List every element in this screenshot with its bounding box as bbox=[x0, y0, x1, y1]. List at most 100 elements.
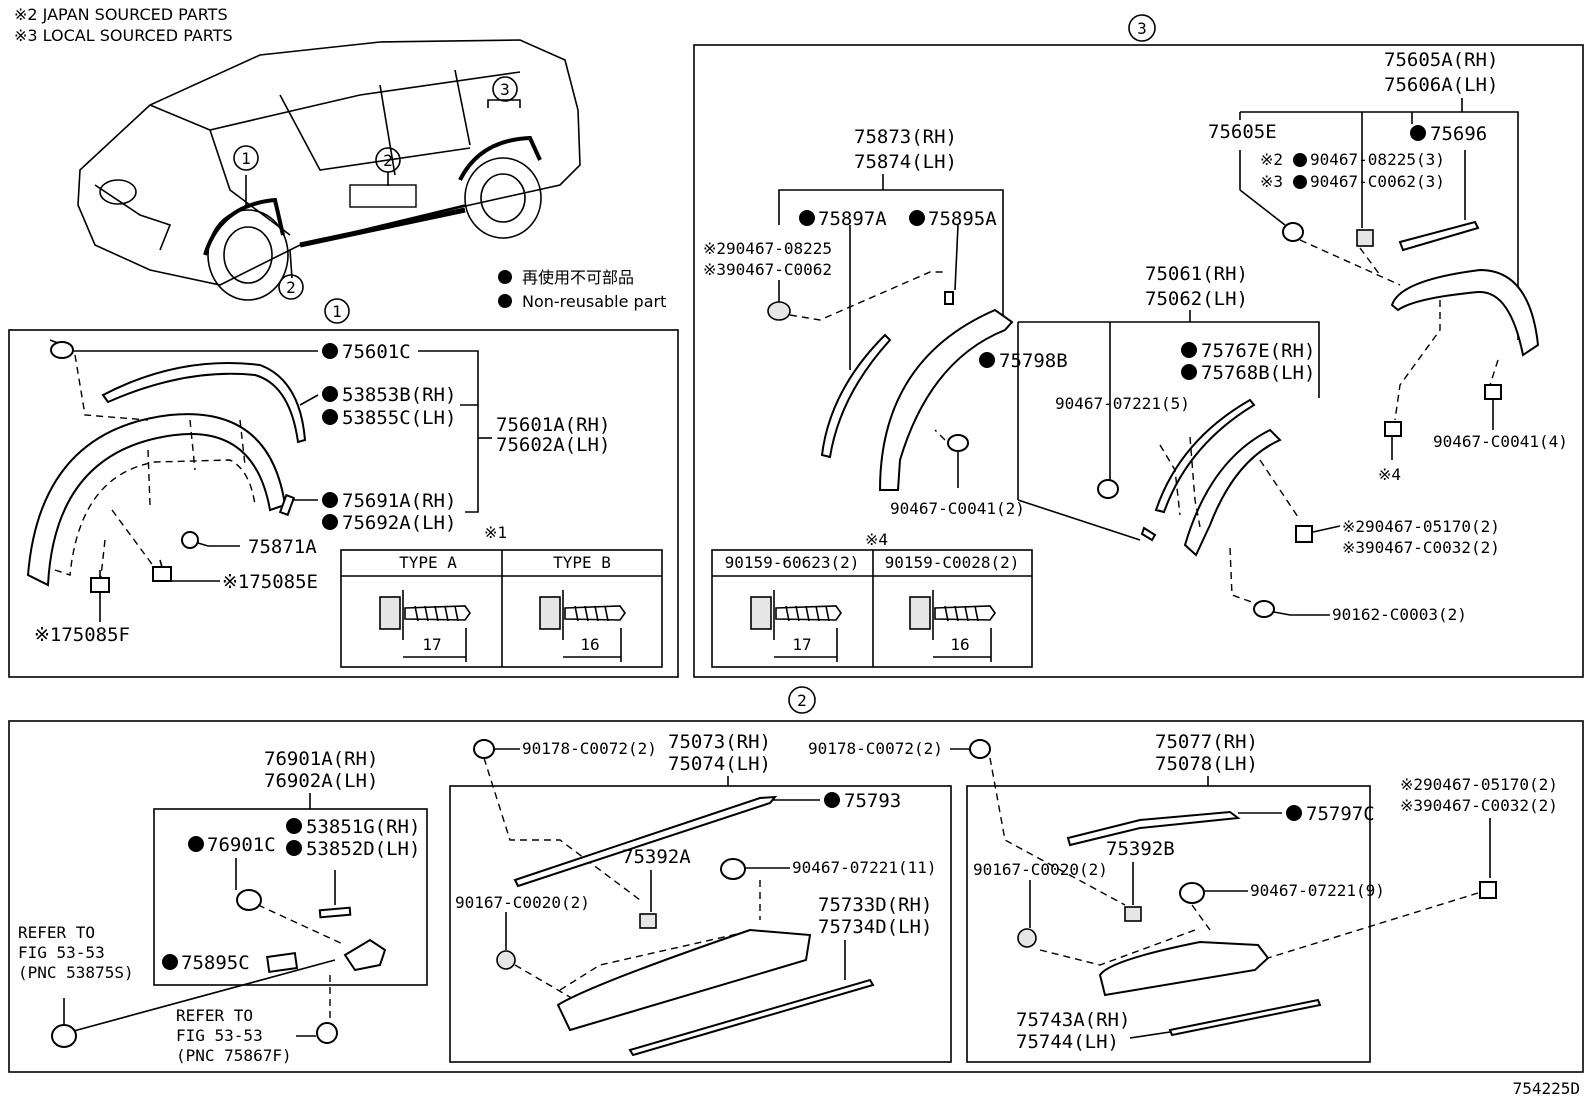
sub-box-75073 bbox=[449, 785, 952, 1063]
label-3-90467-C0032: ※390467-C0032(2) bbox=[1342, 538, 1500, 557]
svg-text:2: 2 bbox=[383, 151, 393, 170]
clip-90178-b-icon bbox=[969, 739, 991, 759]
seal-small-icon bbox=[1140, 526, 1157, 542]
label-75601C: 75601C bbox=[342, 341, 411, 363]
ref-75867F-line3: (PNC 75867F) bbox=[176, 1046, 292, 1065]
bolt-screw-4-icon bbox=[1384, 421, 1402, 437]
label-75602A: 75602A(LH) bbox=[496, 434, 610, 456]
label-90467-C0041-2: 90467-C0041(2) bbox=[890, 499, 1025, 518]
strip-75733D bbox=[628, 978, 875, 1057]
label-53851G: 53851G(RH) bbox=[306, 816, 420, 838]
type-b-length: 16 bbox=[580, 635, 599, 654]
label-note4-a: ※4 bbox=[1378, 465, 1401, 484]
screw-75871A-icon bbox=[181, 531, 209, 549]
label-90178-C0072-a: 90178-C0072(2) bbox=[522, 739, 657, 758]
label-75085F: ※175085F bbox=[34, 624, 130, 646]
seal-75691A-icon bbox=[278, 493, 296, 517]
label-75798B: 75798B bbox=[999, 350, 1068, 372]
label-75606A: 75606A(LH) bbox=[1384, 74, 1498, 96]
label-75062: 75062(LH) bbox=[1145, 288, 1248, 310]
callout-1-section: 1 bbox=[324, 298, 350, 324]
screw-90162-C0003-icon bbox=[1253, 600, 1291, 618]
screw-90159-C0028-icon bbox=[909, 590, 996, 662]
clip-90467-07221-icon bbox=[1097, 479, 1119, 499]
label-75061: 75061(RH) bbox=[1145, 263, 1248, 285]
label-75744: 75744(LH) bbox=[1016, 1031, 1119, 1053]
label-75874: 75874(LH) bbox=[854, 151, 957, 173]
label-75767E: 75767E(RH) bbox=[1201, 340, 1315, 362]
label-75392A: 75392A bbox=[622, 846, 691, 868]
legend-dot-icon bbox=[498, 294, 512, 308]
callout-2-section: 2 bbox=[788, 686, 816, 714]
section-3-frame bbox=[693, 44, 1584, 678]
rear-door-arch-moulding bbox=[878, 308, 1014, 491]
label-75074: 75074(LH) bbox=[668, 753, 771, 775]
vehicle-illustration bbox=[77, 39, 581, 301]
label-75734D: 75734D(LH) bbox=[818, 916, 932, 938]
seal-53851G-icon bbox=[318, 906, 352, 919]
figure-id: 754225D bbox=[1513, 1079, 1580, 1098]
ref-75867F-line1: REFER TO bbox=[176, 1006, 253, 1025]
pad-75895C-icon bbox=[266, 951, 299, 974]
clip-76901C-icon bbox=[236, 889, 262, 911]
svg-text:3: 3 bbox=[500, 80, 510, 99]
label-90467-07221-9: 90467-07221(9) bbox=[1250, 881, 1385, 900]
label-2-90467-05170-s2: ※290467-05170(2) bbox=[1400, 775, 1558, 794]
label-75605E: 75605E bbox=[1208, 121, 1277, 143]
label-90178-C0072-b: 90178-C0072(2) bbox=[808, 739, 943, 758]
label-note3-upper: ※3 bbox=[1260, 172, 1283, 191]
screw-table-length-b: 16 bbox=[950, 635, 969, 654]
label-76901C: 76901C bbox=[207, 834, 276, 856]
ref-75867F-line2: FIG 53-53 bbox=[176, 1026, 263, 1045]
type-table-note: ※1 bbox=[484, 523, 507, 542]
note-japan-sourced: ※2 JAPAN SOURCED PARTS bbox=[14, 5, 228, 24]
label-75733D: 75733D(RH) bbox=[818, 894, 932, 916]
label-75691A: 75691A(RH) bbox=[342, 490, 456, 512]
label-53852D: 53852D(LH) bbox=[306, 838, 420, 860]
legend-en: Non-reusable part bbox=[522, 292, 666, 311]
label-75696: 75696 bbox=[1430, 123, 1487, 145]
label-90467-C0041-4: 90467-C0041(4) bbox=[1433, 432, 1568, 451]
svg-text:1: 1 bbox=[332, 302, 342, 321]
clip-90167-a-icon bbox=[496, 950, 516, 970]
bolt-75085E-icon bbox=[152, 559, 172, 582]
sub-box-76901A bbox=[153, 808, 428, 986]
svg-text:3: 3 bbox=[1137, 19, 1147, 38]
callout-2-vehicle-a: 2 bbox=[278, 274, 304, 300]
label-90467-07221-5: 90467-07221(5) bbox=[1055, 394, 1190, 413]
rocker-panel-moulding-rear bbox=[1098, 940, 1270, 997]
ref-53875S-line1: REFER TO bbox=[18, 923, 95, 942]
strip-75743A bbox=[1168, 998, 1322, 1037]
nut-mid-icon bbox=[767, 301, 791, 321]
label-2-90467-08225: ※290467-08225 bbox=[703, 239, 832, 258]
bolt-90467-C0041-icon bbox=[1484, 384, 1502, 400]
label-75873: 75873(RH) bbox=[854, 126, 957, 148]
clip-90467-C0041-mid-icon bbox=[947, 434, 969, 452]
clip-75601C-icon bbox=[49, 339, 74, 359]
screw-table bbox=[711, 549, 1033, 668]
fender-upper-strip bbox=[101, 362, 307, 444]
screw-table-header-a: 90159-60623(2) bbox=[725, 553, 860, 572]
label-53855C: 53855C(LH) bbox=[342, 407, 456, 429]
rocker-panel-moulding-front bbox=[556, 928, 812, 1032]
svg-text:1: 1 bbox=[241, 149, 251, 168]
label-75797C: 75797C bbox=[1306, 803, 1375, 825]
clip-90178-a-icon bbox=[473, 739, 495, 759]
label-90467-07221-11: 90467-07221(11) bbox=[792, 858, 937, 877]
label-75085E: ※175085E bbox=[222, 571, 318, 593]
label-75073: 75073(RH) bbox=[668, 731, 771, 753]
label-90167-C0020-b: 90167-C0020(2) bbox=[973, 860, 1108, 879]
type-b-header: TYPE B bbox=[553, 553, 611, 572]
label-75743A: 75743A(RH) bbox=[1016, 1009, 1130, 1031]
quarter-arch-moulding bbox=[1183, 428, 1282, 557]
screw-table-length-a: 17 bbox=[792, 635, 811, 654]
label-3-90467-C0062: ※390467-C0062 bbox=[703, 260, 832, 279]
label-76902A: 76902A(LH) bbox=[264, 770, 378, 792]
legend-dot-icon bbox=[498, 270, 512, 284]
label-75077: 75077(RH) bbox=[1155, 731, 1258, 753]
sub-box-75077 bbox=[966, 785, 1371, 1063]
label-75895C: 75895C bbox=[181, 952, 250, 974]
clip-90467-05170-icon bbox=[1295, 525, 1313, 543]
clip-75392A-icon bbox=[639, 913, 657, 929]
